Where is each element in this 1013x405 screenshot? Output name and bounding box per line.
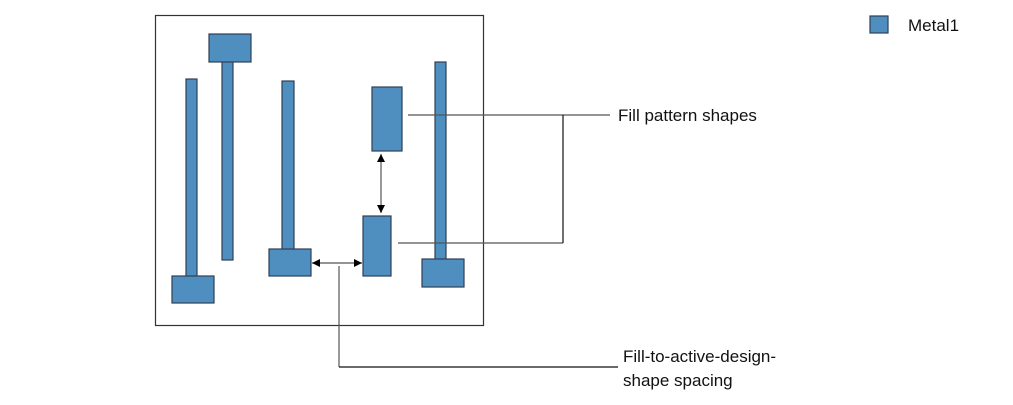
fill-shape-1 bbox=[371, 86, 403, 152]
spacing-leader bbox=[338, 266, 618, 368]
design-boundary bbox=[154, 14, 485, 327]
active-shape-3 bbox=[268, 80, 312, 277]
legend-swatch bbox=[869, 15, 889, 34]
spacing-label-line1: Fill-to-active-design- bbox=[623, 347, 776, 366]
fill-pattern-label: Fill pattern shapes bbox=[618, 106, 757, 125]
legend-label: Metal1 bbox=[908, 16, 959, 35]
spacing-label-line2: shape spacing bbox=[623, 371, 733, 390]
active-shape-2 bbox=[208, 33, 252, 261]
legend: Metal1 bbox=[869, 15, 959, 35]
fill-pattern-leader bbox=[398, 114, 610, 244]
active-shape-4 bbox=[421, 61, 465, 288]
fill-shape-2 bbox=[362, 215, 392, 277]
active-shape-1 bbox=[171, 78, 215, 304]
